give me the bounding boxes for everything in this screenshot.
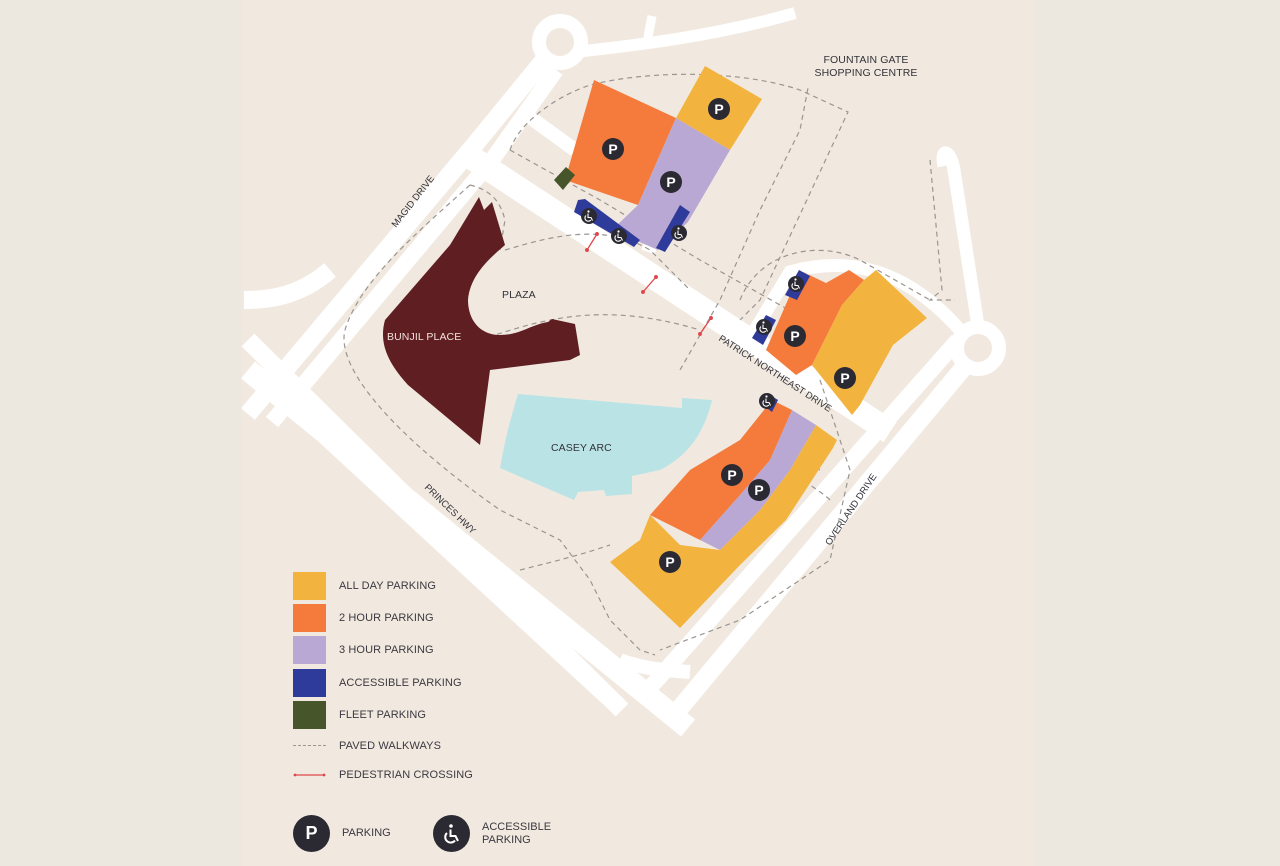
parking-marker <box>748 479 770 501</box>
legend-item-all-day: ALL DAY PARKING <box>293 572 436 600</box>
accessible-marker <box>787 275 805 293</box>
parking-marker <box>721 464 743 486</box>
legend-label-line1: ACCESSIBLE <box>482 820 552 833</box>
legend-label: ALL DAY PARKING <box>339 580 437 592</box>
parking-marker <box>784 325 806 347</box>
fountain-gate-label-line1: FOUNTAIN GATE <box>824 54 909 66</box>
accessible-marker <box>610 227 628 245</box>
swatch-all-day <box>293 572 326 600</box>
bunjil-place-building[interactable] <box>382 197 580 445</box>
legend-item-2-hour: 2 HOUR PARKING <box>293 604 434 632</box>
swatch-fleet <box>293 701 326 729</box>
legend-label: PARKING <box>342 827 391 839</box>
parking-marker <box>834 367 856 389</box>
parking-marker <box>602 138 624 160</box>
legend-item-crossing: PEDESTRIAN CROSSING <box>293 769 473 781</box>
accessible-marker <box>758 392 776 410</box>
legend-item-walkways: PAVED WALKWAYS <box>293 740 441 752</box>
accessible-parking-icon <box>433 815 470 852</box>
parking-icon: P <box>293 815 330 852</box>
swatch-3-hour <box>293 636 326 664</box>
legend-label: ACCESSIBLE PARKING <box>482 821 551 847</box>
legend-label: PAVED WALKWAYS <box>339 740 442 752</box>
legend-item-3-hour: 3 HOUR PARKING <box>293 636 434 664</box>
swatch-2-hour <box>293 604 326 632</box>
accessible-marker <box>755 318 773 336</box>
dashed-line-icon <box>293 744 326 748</box>
legend-item-fleet: FLEET PARKING <box>293 701 426 729</box>
legend-label: 2 HOUR PARKING <box>339 612 434 624</box>
legend-label: 3 HOUR PARKING <box>339 644 434 656</box>
parking-marker <box>659 551 681 573</box>
plaza-label: PLAZA <box>502 289 536 301</box>
casey-arc-label: CASEY ARC <box>551 442 612 454</box>
legend-accessible-icon-key: ACCESSIBLE PARKING <box>433 815 551 852</box>
pedestrian-crossings <box>585 232 713 336</box>
accessible-marker <box>580 207 598 225</box>
accessible-marker <box>670 224 688 242</box>
legend-parking-icon-key: P PARKING <box>293 815 391 852</box>
legend-label: FLEET PARKING <box>339 709 427 721</box>
legend-item-accessible: ACCESSIBLE PARKING <box>293 669 462 697</box>
crossing-arrow-icon <box>293 770 326 780</box>
bunjil-place-label: BUNJIL PLACE <box>387 331 461 343</box>
legend-label-line2: PARKING <box>482 833 531 846</box>
casey-arc-building[interactable] <box>500 394 712 500</box>
roads <box>241 7 1006 737</box>
fountain-gate-label-line2: SHOPPING CENTRE <box>814 67 917 79</box>
legend-label: ACCESSIBLE PARKING <box>339 677 462 689</box>
parking-marker <box>708 98 730 120</box>
parking-marker <box>660 171 682 193</box>
legend-label: PEDESTRIAN CROSSING <box>339 769 473 781</box>
swatch-accessible <box>293 669 326 697</box>
